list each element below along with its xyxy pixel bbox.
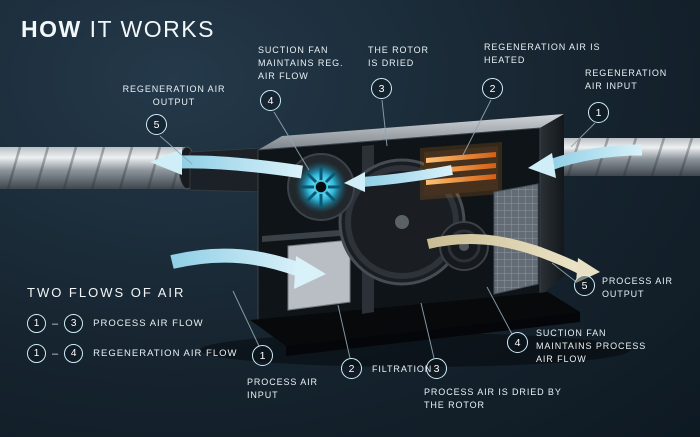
legend-badge-1a: 1 xyxy=(27,314,46,333)
left-duct xyxy=(0,146,196,190)
cabinet xyxy=(250,114,580,356)
flow-regeneration-input-arrow xyxy=(528,144,643,178)
legend-heading: TWO FLOWS OF AIR xyxy=(27,285,186,300)
callout-badge-bottom-4: 4 xyxy=(507,332,528,353)
callout-badge-top-5: 5 xyxy=(146,114,167,135)
callout-label-regeneration-air-output: REGENERATION AIR OUTPUT xyxy=(122,84,226,108)
callout-badge-top-2: 2 xyxy=(482,78,503,99)
callout-label-process-air-input: PROCESS AIR INPUT xyxy=(247,377,318,401)
callout-badge-top-4: 4 xyxy=(260,90,281,111)
legend-dash: – xyxy=(52,347,59,360)
cabinet-base xyxy=(250,292,580,346)
callout-badge-bottom-5: 5 xyxy=(574,275,595,296)
flow-regeneration-internal-arrow xyxy=(344,165,453,192)
legend-label-regeneration: REGENERATION AIR FLOW xyxy=(93,348,238,359)
callout-label-regeneration-air-heated: REGENERATION AIR IS HEATED xyxy=(484,42,601,66)
cabinet-top xyxy=(258,114,564,150)
callout-badge-top-3: 3 xyxy=(371,78,392,99)
legend-row-process: 1 – 3 PROCESS AIR FLOW xyxy=(27,314,237,333)
callout-badge-bottom-1: 1 xyxy=(252,345,273,366)
callout-badge-top-1: 1 xyxy=(588,102,609,123)
callout-badge-bottom-2: 2 xyxy=(341,358,362,379)
callout-label-filtration: FILTRATION xyxy=(372,364,433,374)
flow-process-input-arrow xyxy=(170,248,326,289)
page-title: HOW IT WORKS xyxy=(21,16,215,43)
heater-element xyxy=(420,142,502,200)
page-title-bold: HOW xyxy=(21,16,82,42)
callout-label-suction-fan-reg: SUCTION FAN MAINTAINS REG. AIR FLOW xyxy=(258,45,344,82)
callout-label-process-air-output: PROCESS AIR OUTPUT xyxy=(602,276,673,300)
legend-label-process: PROCESS AIR FLOW xyxy=(93,318,204,329)
page-title-rest: IT WORKS xyxy=(81,16,215,42)
callout-label-suction-fan-process: SUCTION FAN MAINTAINS PROCESS AIR FLOW xyxy=(536,328,647,365)
cabinet-right-side xyxy=(540,114,564,296)
air-flows xyxy=(150,144,643,289)
legend-row-regeneration: 1 – 4 REGENERATION AIR FLOW xyxy=(27,344,237,363)
flow-regeneration-output-arrow xyxy=(150,149,303,179)
outlet-grille xyxy=(493,183,539,295)
callout-badge-bottom-3: 3 xyxy=(426,358,447,379)
regeneration-fan xyxy=(287,153,355,221)
callout-label-process-air-dried: PROCESS AIR IS DRIED BY THE ROTOR xyxy=(424,387,562,411)
legend: TWO FLOWS OF AIR 1 – 3 PROCESS AIR FLOW … xyxy=(27,285,237,374)
legend-badge-4: 4 xyxy=(64,344,84,363)
callout-label-rotor-is-dried: THE ROTOR IS DRIED xyxy=(368,45,429,69)
legend-dash: – xyxy=(52,317,59,330)
legend-badge-1b: 1 xyxy=(27,344,46,363)
callout-label-regeneration-air-input: REGENERATION AIR INPUT xyxy=(585,68,668,92)
process-fan xyxy=(439,221,489,271)
leader-lines xyxy=(159,99,596,359)
legend-badge-3: 3 xyxy=(64,314,84,333)
